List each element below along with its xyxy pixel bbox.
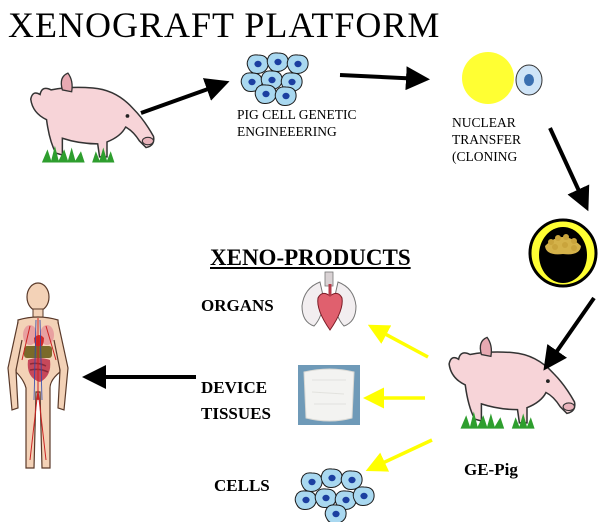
arrows-black bbox=[82, 66, 596, 389]
xeno-products-heading: XENO-PRODUCTS bbox=[210, 245, 411, 270]
label-line: NUCLEAR bbox=[452, 115, 516, 130]
cell-cluster-icon bbox=[294, 468, 375, 522]
label-cells: CELLS bbox=[214, 476, 270, 495]
label-ge-pig: GE-Pig bbox=[464, 460, 518, 479]
label-line: TRANSFER bbox=[452, 132, 522, 147]
label-line: ENGINEEERING bbox=[237, 124, 337, 139]
pig-icon bbox=[29, 72, 155, 164]
embryo-icon bbox=[528, 218, 598, 288]
tissue-patch-icon bbox=[298, 365, 360, 425]
human-anatomy-icon bbox=[7, 282, 69, 469]
label-device: DEVICE bbox=[201, 378, 268, 397]
page-title: XENOGRAFT PLATFORM bbox=[8, 5, 441, 45]
label-organs: ORGANS bbox=[201, 296, 274, 315]
label-tissues: TISSUES bbox=[201, 404, 271, 423]
arrow-nuclear-to-embryo bbox=[548, 127, 590, 212]
arrows-yellow bbox=[363, 324, 433, 472]
arrow-embryo-to-pig bbox=[543, 296, 596, 371]
egg-nucleus-icon bbox=[462, 52, 543, 104]
heart-lungs-icon bbox=[301, 271, 357, 331]
arrow-cells-to-nuclear bbox=[339, 66, 430, 91]
label-line: (CLONING bbox=[452, 149, 518, 164]
cell-cluster-icon bbox=[240, 52, 309, 106]
label-pig-cell-engineering: PIG CELL GENETIC ENGINEEERING bbox=[237, 106, 356, 140]
label-line: PIG CELL GENETIC bbox=[237, 107, 357, 122]
arrow-pig-to-organs bbox=[367, 324, 429, 359]
label-nuclear-transfer: NUCLEAR TRANSFER (CLONING bbox=[452, 114, 521, 165]
arrow-pig-to-cells bbox=[140, 78, 230, 115]
arrow-pig-to-cells bbox=[365, 438, 433, 472]
